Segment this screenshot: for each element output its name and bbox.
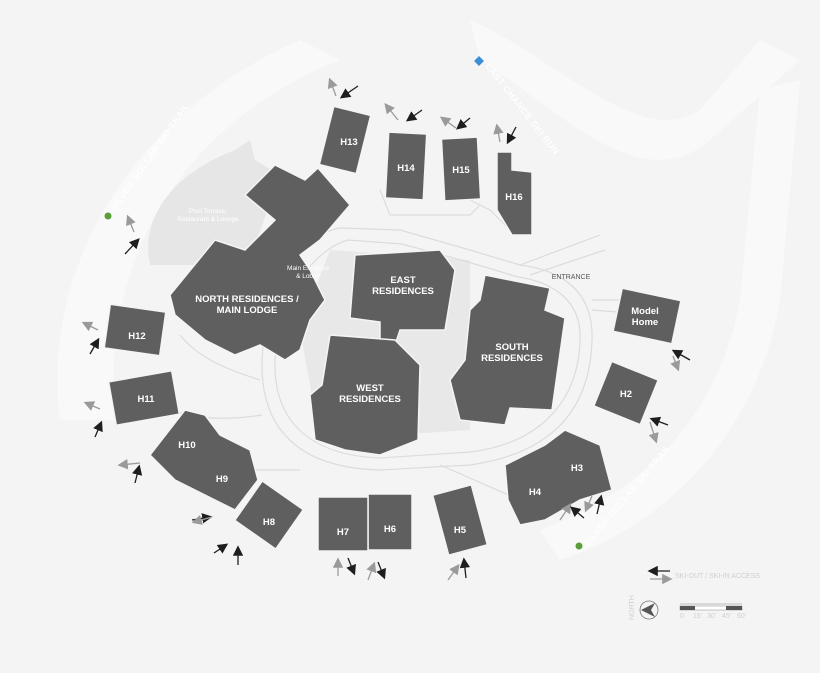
label-h5: H5 [454, 525, 467, 536]
green-trail-marker-icon [104, 212, 112, 220]
label-west-1: WEST [356, 383, 384, 394]
legend-access-label: SKI-OUT / SKI-IN ACCESS [675, 573, 760, 580]
label-h2: H2 [620, 389, 632, 400]
ski-out-arrow-icon [339, 85, 359, 99]
legend: SKI-OUT / SKI-IN ACCESS NORTH 0 15' 30' … [629, 565, 760, 620]
ski-out-arrow-icon [213, 543, 229, 554]
building-h2[interactable]: H2 [592, 360, 660, 426]
label-h10: H10 [178, 440, 195, 451]
building-h16[interactable]: H16 [496, 151, 533, 236]
label-model-1: Model [631, 306, 658, 317]
green-trail-marker-icon [575, 542, 583, 550]
scale-tick: 0 [680, 613, 684, 620]
label-h8: H8 [263, 517, 275, 528]
ski-in-arrow-icon [83, 401, 101, 411]
label-h16: H16 [505, 192, 522, 203]
north-label: NORTH [629, 595, 636, 620]
ski-out-arrow-icon [506, 126, 517, 145]
ski-in-arrow-icon [117, 459, 141, 470]
scale-tick: 30' [707, 613, 716, 620]
label-south-1: SOUTH [495, 342, 528, 353]
building-h9-h10[interactable]: H10 H9 [149, 409, 259, 511]
building-h8[interactable]: H8 [233, 479, 305, 551]
building-h7[interactable]: H7 [317, 496, 369, 552]
ski-out-arrow-icon [671, 349, 691, 361]
scale-tick: 15' [693, 613, 702, 620]
label-h11: H11 [138, 394, 156, 405]
building-h6[interactable]: H6 [367, 493, 413, 551]
ski-in-arrow-icon [670, 355, 681, 372]
ski-in-arrow-icon [327, 77, 338, 97]
lobby-label-1: Main Entrance [287, 265, 329, 272]
ski-out-arrow-icon [570, 506, 585, 519]
ski-out-arrow-icon [649, 416, 669, 427]
label-h15: H15 [452, 165, 470, 176]
ski-in-arrow-icon [126, 214, 136, 233]
ski-out-arrow-icon [405, 109, 423, 122]
building-east-residences[interactable]: EAST RESIDENCES [349, 249, 456, 346]
label-h3: H3 [571, 463, 583, 474]
ski-out-arrow-icon [456, 117, 471, 130]
label-h4: H4 [529, 487, 542, 498]
scale-tick: 45' [722, 613, 731, 620]
label-h7: H7 [337, 527, 349, 538]
ski-in-arrow-icon [384, 102, 399, 121]
label-north-2: MAIN LODGE [217, 305, 278, 316]
ski-in-arrow-icon [559, 502, 572, 521]
pool-terrace-label-2: Restaurant & Lounge [177, 216, 239, 223]
ski-in-arrow-icon [447, 563, 460, 581]
ski-trail-band-west [57, 40, 341, 420]
ski-trail-band-east [540, 80, 800, 560]
ski-out-arrow-icon [132, 464, 143, 484]
ski-out-arrow-icon [124, 238, 140, 255]
building-west-residences[interactable]: WEST RESIDENCES [309, 334, 421, 456]
building-north-residences[interactable]: NORTH RESIDENCES / MAIN LODGE [169, 164, 351, 361]
ski-out-arrow-icon [459, 557, 471, 579]
building-h15[interactable]: H15 [440, 136, 482, 202]
building-h12[interactable]: H12 [103, 303, 167, 357]
pool-terrace-label-1: Pool Terrace, [189, 208, 227, 215]
label-west-2: RESIDENCES [339, 394, 401, 405]
building-h13[interactable]: H13 [318, 105, 372, 175]
ski-in-arrow-icon [648, 421, 659, 444]
ski-in-arrow-icon [584, 495, 594, 513]
ski-trail-band-north [470, 20, 800, 160]
label-h14: H14 [397, 163, 415, 174]
ski-out-arrow-icon [89, 337, 100, 355]
ski-out-arrow-icon [376, 561, 386, 580]
pool-terrace-area [148, 140, 280, 265]
label-h13: H13 [340, 137, 357, 148]
label-east-2: RESIDENCES [372, 286, 434, 297]
ski-out-arrow-icon [346, 557, 356, 576]
scale-bar [679, 603, 743, 611]
building-h11[interactable]: H11 [107, 369, 181, 427]
ski-out-arrow-icon [594, 494, 605, 515]
label-east-1: EAST [390, 275, 416, 286]
lobby-label-2: & Lobby [296, 273, 321, 280]
building-model-home[interactable]: Model Home [612, 287, 682, 345]
label-north-1: NORTH RESIDENCES / [195, 294, 299, 305]
ski-in-arrow-icon [366, 561, 377, 581]
ski-access-arrows [81, 77, 691, 581]
scale-tick: 60' [737, 613, 746, 620]
building-south-residences[interactable]: SOUTH RESIDENCES [449, 274, 566, 426]
ski-in-arrow-icon [191, 514, 213, 525]
building-h14[interactable]: H14 [384, 131, 428, 201]
label-h12: H12 [128, 331, 145, 342]
ski-out-arrow-icon [93, 420, 103, 438]
building-h5[interactable]: H5 [431, 483, 489, 557]
entrance-label: ENTRANCE [552, 274, 591, 281]
ski-in-arrow-icon [81, 321, 99, 332]
north-arrow-icon [639, 600, 659, 620]
label-south-2: RESIDENCES [481, 353, 543, 364]
ski-in-arrow-icon [493, 123, 504, 143]
label-h6: H6 [384, 524, 396, 535]
ski-in-arrow-icon [439, 116, 457, 129]
label-model-2: Home [632, 317, 658, 328]
label-h9: H9 [216, 474, 228, 485]
